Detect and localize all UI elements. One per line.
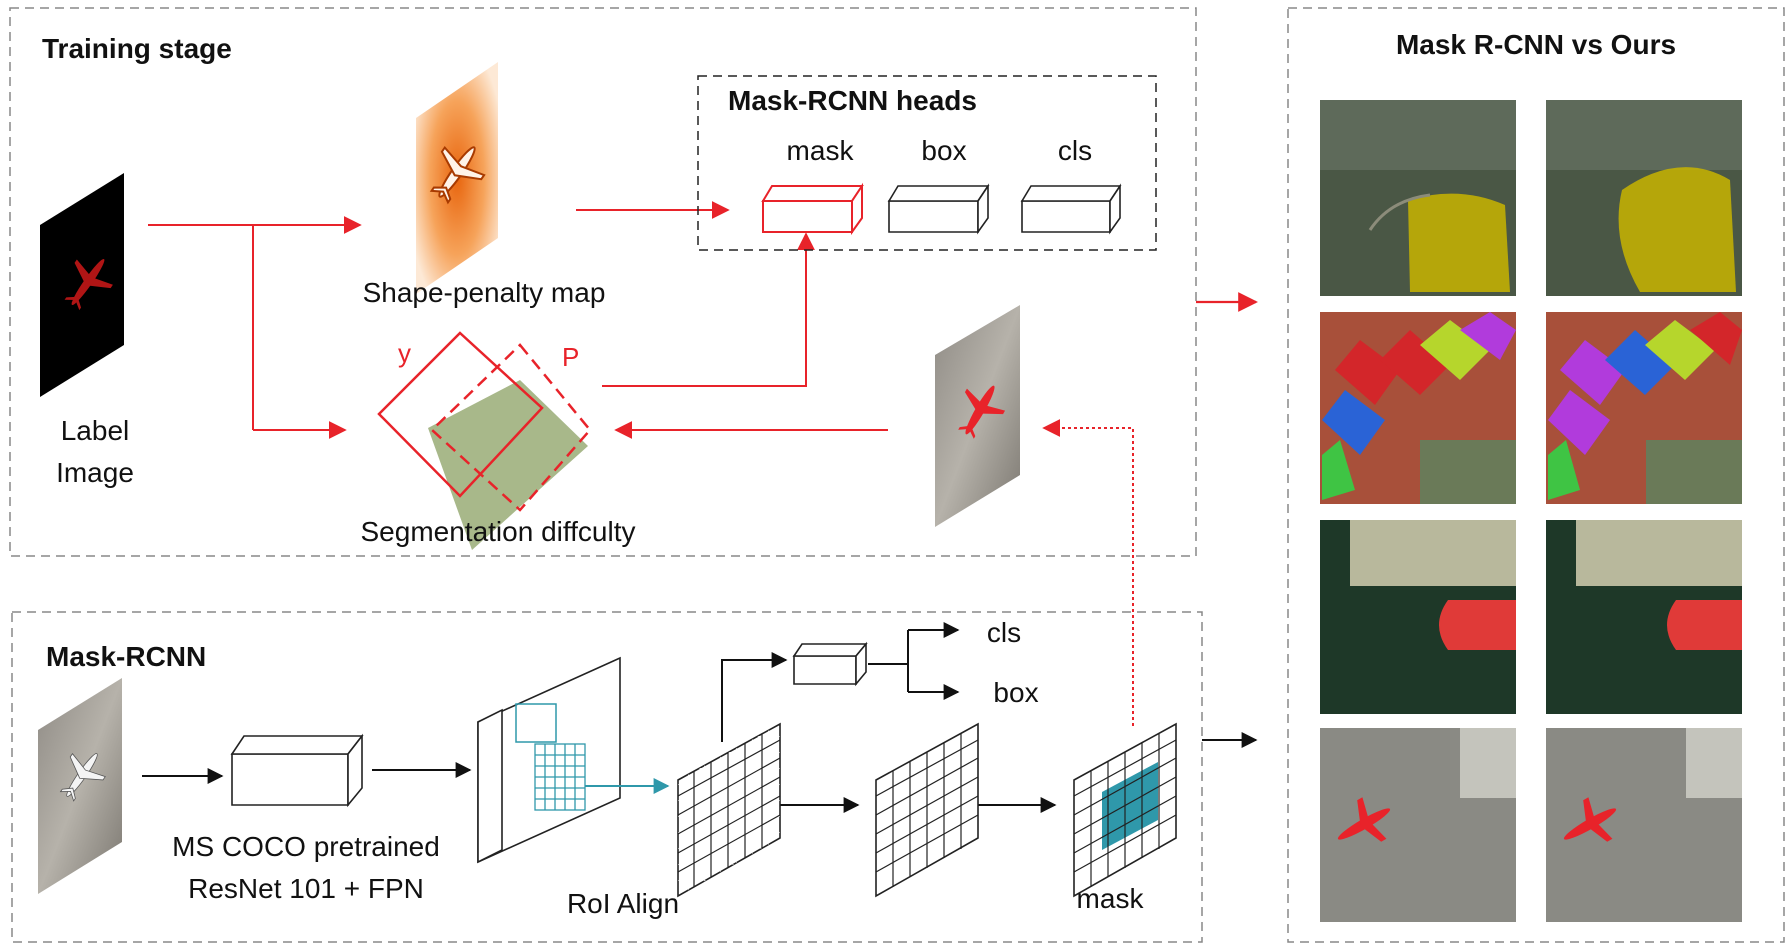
resnet-fpn-block	[230, 733, 364, 808]
result-row-4-ours	[1546, 728, 1742, 922]
plane-outline-icon	[429, 145, 486, 205]
heads-box-label: box	[921, 135, 966, 166]
result-row-2-mask-rcnn	[1320, 312, 1516, 504]
result-row-3-mask-rcnn	[1320, 520, 1516, 714]
shape-penalty-map-label: Shape-penalty map	[363, 277, 606, 308]
roi-align-grid	[677, 722, 781, 898]
prediction-aerial-image	[935, 305, 1020, 527]
mask-output-grid	[1073, 722, 1177, 898]
training-stage-title: Training stage	[42, 33, 232, 64]
mask-feedback-arrow	[1042, 419, 1134, 726]
plane-silhouette-icon	[64, 258, 113, 311]
p-label: P	[562, 342, 579, 372]
cls-head-block	[1020, 183, 1122, 235]
cls-box-branch-block	[792, 641, 868, 687]
mask-rcnn-title: Mask-RCNN	[46, 641, 206, 672]
label-image-line2: Image	[56, 457, 134, 488]
heads-mask-label: mask	[787, 135, 855, 166]
comparison-panel: Mask R-CNN vs Ours	[1287, 7, 1785, 943]
mask-rcnn-panel: Mask-RCNN	[11, 611, 1258, 943]
pipeline-arrows	[142, 622, 1258, 813]
feature-map-block	[477, 656, 621, 864]
mask-output-label: mask	[1077, 883, 1145, 914]
label-image	[40, 173, 124, 397]
result-row-1-mask-rcnn	[1320, 100, 1516, 296]
ground-truth-diamond	[377, 331, 544, 498]
input-aerial-image	[38, 678, 122, 894]
result-row-4-mask-rcnn	[1320, 728, 1516, 922]
heads-title: Mask-RCNN heads	[728, 85, 977, 116]
branch-box-label: box	[993, 677, 1038, 708]
box-head-block	[887, 183, 990, 235]
label-image-line1: Label	[61, 415, 130, 446]
segmentation-difficulty-diagram	[377, 331, 592, 550]
roi-align-label: RoI Align	[567, 888, 679, 919]
conv-grid	[875, 722, 979, 898]
plane-prediction-icon	[958, 385, 1006, 439]
result-row-3-ours	[1546, 520, 1742, 714]
comparison-title: Mask R-CNN vs Ours	[1396, 29, 1676, 60]
plane-input-icon	[59, 753, 106, 802]
y-label: y	[398, 338, 411, 368]
mask-rcnn-heads-box: Mask-RCNN heads mask box cls	[697, 75, 1157, 251]
mask-head-block	[761, 182, 864, 236]
result-row-2-ours	[1546, 312, 1742, 504]
backbone-line2: ResNet 101 + FPN	[188, 873, 424, 904]
heads-cls-label: cls	[1058, 135, 1092, 166]
shape-penalty-map-image	[416, 62, 498, 294]
backbone-line1: MS COCO pretrained	[172, 831, 440, 862]
training-stage-panel: Training stage Label Image Shape-penalty…	[9, 7, 1197, 557]
training-red-arrows	[148, 201, 888, 439]
branch-cls-label: cls	[987, 617, 1021, 648]
prediction-diamond	[430, 343, 592, 512]
segmentation-difficulty-label: Segmentation diffculty	[361, 516, 636, 547]
roi-region	[515, 703, 670, 811]
result-row-1-ours	[1546, 100, 1742, 296]
